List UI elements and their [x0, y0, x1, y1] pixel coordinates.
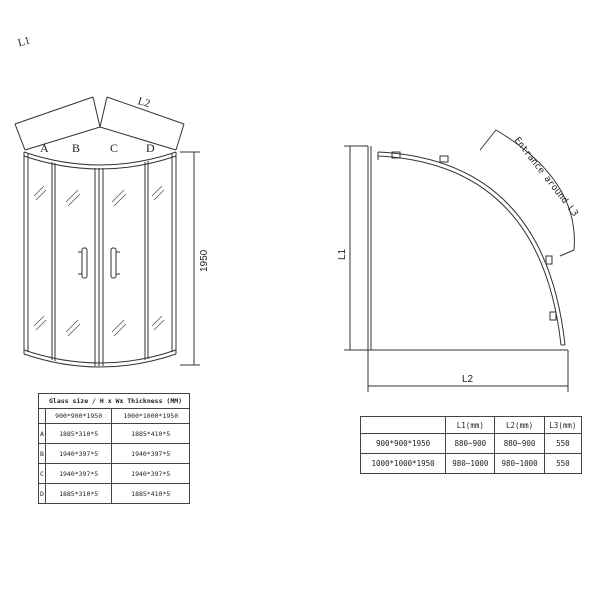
left-handle	[81, 247, 88, 279]
glass-table-caption: Glass size / H x Wx Thickness (MM)	[38, 393, 190, 409]
table-cell: 1940*397*5	[111, 443, 190, 464]
height-dimension	[180, 151, 200, 366]
table-cell: 1940*397*5	[111, 463, 190, 484]
table-cell: 1940*397*5	[44, 443, 113, 464]
table-cell: 1885*310*5	[44, 483, 113, 504]
row-label: C	[38, 463, 46, 484]
l1-dimension	[344, 145, 368, 351]
right-handle	[110, 247, 117, 279]
table-header-cell	[38, 408, 46, 424]
table-row: B 1940*397*5 1940*397*5	[38, 443, 190, 464]
table-row: C 1940*397*5 1940*397*5	[38, 463, 190, 484]
glass-reflections	[33, 185, 165, 337]
front-view	[14, 96, 200, 368]
entrance-arc	[495, 129, 575, 251]
table-cell: 980~1000	[445, 453, 496, 474]
top-rail	[23, 151, 177, 166]
table-cell: 1940*397*5	[44, 463, 113, 484]
enclosure-curve	[377, 151, 566, 346]
top-dimension	[14, 96, 185, 151]
table-cell: 880~900	[494, 433, 545, 454]
plan-view	[344, 129, 575, 392]
plan-l2-label: L2	[462, 374, 474, 385]
row-label: D	[38, 483, 46, 504]
bottom-rail	[23, 349, 177, 364]
table-header-cell: L1(mm)	[445, 416, 496, 434]
height-label: 1950	[199, 249, 210, 272]
table-row: 1000*1000*1950 980~1000 980~1000 550	[359, 453, 583, 474]
table-row: D 1885*310*5 1885*410*5	[38, 483, 190, 504]
table-cell: 1885*410*5	[111, 423, 190, 444]
plan-l1-label: L1	[337, 248, 348, 260]
table-header-cell: L3(mm)	[543, 416, 583, 434]
roller-fittings	[391, 151, 557, 321]
panel-label-c: C	[110, 141, 118, 155]
row-label: A	[38, 423, 46, 444]
model-cell: 900*900*1950	[359, 433, 447, 454]
table-header-cell: 900*900*1950	[44, 408, 113, 424]
table-header-cell: 1000*1000*1950	[111, 408, 190, 424]
glass-size-table: Glass size / H x Wx Thickness (MM) 900*9…	[38, 393, 190, 504]
table-cell: 880~900	[445, 433, 496, 454]
size-range-table: L1(mm) L2(mm) L3(mm) 900*900*1950 880~90…	[359, 416, 583, 474]
dim-label-l1: L1	[17, 35, 32, 50]
table-header-cell	[359, 416, 447, 434]
table-cell: 1885*310*5	[44, 423, 113, 444]
panel-label-a: A	[40, 141, 49, 155]
panel-label-b: B	[72, 141, 80, 155]
entrance-label: Entrance around L3	[512, 136, 580, 219]
panel-label-d: D	[146, 141, 155, 155]
table-cell: 980~1000	[494, 453, 545, 474]
table-cell: 550	[543, 433, 583, 454]
table-row: 900*900*1950 880~900 880~900 550	[359, 433, 583, 454]
table-header-cell: L2(mm)	[494, 416, 545, 434]
dim-label-l2: L2	[136, 95, 151, 110]
table-row: A 1885*310*5 1885*410*5	[38, 423, 190, 444]
table-cell: 550	[543, 453, 583, 474]
model-cell: 1000*1000*1950	[359, 453, 447, 474]
table-cell: 1885*410*5	[111, 483, 190, 504]
l2-dimension	[367, 350, 569, 392]
row-label: B	[38, 443, 46, 464]
